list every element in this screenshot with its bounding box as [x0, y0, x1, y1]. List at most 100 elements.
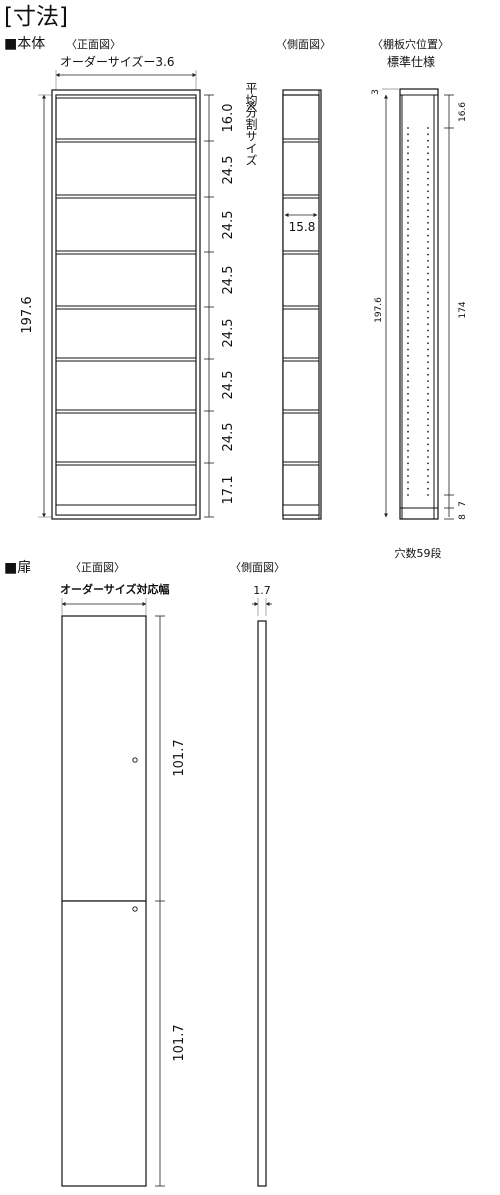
lower-door-knob-icon — [132, 906, 138, 912]
shelf-pin-hole — [407, 462, 409, 465]
shelf-pin-hole — [427, 247, 429, 250]
note-text: 平均分割サイズ — [244, 82, 258, 166]
hole-standard-label: 標準仕様 — [387, 54, 435, 69]
shelf-pin-hole — [407, 196, 409, 199]
shelf-pin-hole — [407, 253, 409, 256]
upper-door-knob-icon — [132, 757, 138, 763]
shelf-pin-hole — [407, 272, 409, 275]
shelf-pin-hole — [407, 152, 409, 155]
shelf-pin-hole — [427, 203, 429, 205]
top-board — [55, 94, 197, 99]
shelf-pin-hole — [427, 386, 429, 389]
hole-total-label: 197.6 — [374, 297, 384, 323]
shelf-pin-hole — [427, 222, 429, 224]
shelf-pin-hole — [407, 468, 409, 471]
shelf-pin-hole — [407, 184, 409, 186]
shelf-pin-hole — [407, 158, 409, 161]
shelf-pin-hole — [427, 146, 429, 148]
gap-label-3: 24.5 — [221, 211, 236, 240]
shelf-pin-hole — [407, 234, 409, 237]
shelf-pin-hole — [407, 342, 409, 344]
shelf-pin-hole — [407, 475, 409, 477]
gap-ticks — [204, 94, 214, 518]
shelf-pin-hole — [427, 316, 429, 319]
shelf-pin-hole — [407, 430, 409, 433]
shelf-3 — [55, 250, 197, 255]
body-side-inner — [282, 94, 320, 516]
shelf-pin-hole — [427, 228, 429, 231]
hole-span-label: 174 — [458, 301, 468, 318]
hole-panel-outline — [399, 88, 439, 520]
shelf-pin-hole — [407, 266, 409, 269]
shelf-pin-hole — [427, 367, 429, 370]
shelf-pin-hole — [427, 335, 429, 338]
shelf-pin-hole — [427, 310, 429, 313]
shelf-pin-hole — [427, 152, 429, 155]
shelf-pin-hole — [427, 487, 429, 490]
door-thickness-label: 1.7 — [253, 584, 271, 597]
gap-label-5: 24.5 — [221, 319, 236, 348]
shelf-pin-hole — [407, 386, 409, 389]
depth-label-bg — [286, 218, 318, 234]
upper-door-height-label: 101.7 — [172, 739, 187, 776]
gap-label-6: 24.5 — [221, 371, 236, 400]
shelf-pin-hole — [427, 411, 429, 414]
shelf-pin-hole — [407, 487, 409, 490]
shelf-pin-hole — [427, 196, 429, 199]
shelf-pin-hole — [407, 443, 409, 446]
shelf-pin-hole — [427, 380, 429, 382]
shelf-pin-hole — [427, 418, 429, 420]
shelf-pin-hole — [427, 405, 429, 408]
shelf-pin-hole — [427, 165, 429, 167]
shelf-pin-hole — [427, 443, 429, 446]
lower-door-height-label: 101.7 — [172, 1024, 187, 1061]
shelf-pin-hole — [407, 291, 409, 294]
shelf-pin-hole — [407, 335, 409, 338]
page-title: [寸法] — [4, 4, 68, 30]
shelf-pin-hole — [407, 139, 409, 142]
shelf-pin-hole — [407, 190, 409, 193]
shelf-pin-hole — [407, 247, 409, 250]
shelf-pin-hole — [407, 367, 409, 370]
shelf-pin-hole — [427, 304, 429, 307]
shelf-pin-hole — [427, 139, 429, 142]
hole-bottom-label: 8 — [458, 514, 468, 520]
hole-dots — [407, 127, 429, 496]
shelf-pin-hole — [407, 424, 409, 427]
shelf-pin-hole — [407, 405, 409, 408]
body-front-inner — [55, 94, 197, 516]
shelf-pin-hole — [427, 481, 429, 484]
hole-top-label: 3 — [371, 89, 381, 95]
side-shelves — [282, 138, 320, 516]
shelf-pin-hole — [427, 171, 429, 174]
shelf-pin-hole — [407, 316, 409, 319]
shelf-pin-hole — [427, 209, 429, 212]
shelf-pin-hole — [407, 171, 409, 174]
door-section-title: ■扉 — [4, 560, 31, 576]
shelf-pin-hole — [407, 354, 409, 357]
shelf-pin-hole — [427, 285, 429, 288]
shelf-pin-hole — [427, 361, 429, 363]
shelf-pin-hole — [427, 424, 429, 427]
shelf-pin-hole — [407, 373, 409, 376]
body-side-view-label: 〈側面図〉 — [276, 38, 331, 51]
height-label: 197.6 — [20, 296, 35, 333]
shelf-pin-hole — [427, 215, 429, 218]
shelf-pin-hole — [407, 228, 409, 231]
shelf-pin-hole — [427, 494, 429, 496]
shelf-pin-hole — [427, 266, 429, 269]
shelf-pin-hole — [407, 411, 409, 414]
shelf-pin-hole — [427, 272, 429, 275]
gap-label-2: 24.5 — [221, 156, 236, 185]
shelf-pin-hole — [407, 177, 409, 180]
shelf-pin-hole — [427, 279, 429, 281]
shelf-pin-hole — [407, 380, 409, 382]
shelf-pin-hole — [407, 133, 409, 136]
shelf-pin-hole — [407, 481, 409, 484]
hole-count-caption: 穴数59段 — [395, 546, 442, 560]
door-side-panel — [257, 620, 267, 1187]
shelf-pin-hole — [427, 342, 429, 344]
shelf-pin-hole — [407, 399, 409, 401]
note-mark: ※ — [246, 99, 256, 113]
